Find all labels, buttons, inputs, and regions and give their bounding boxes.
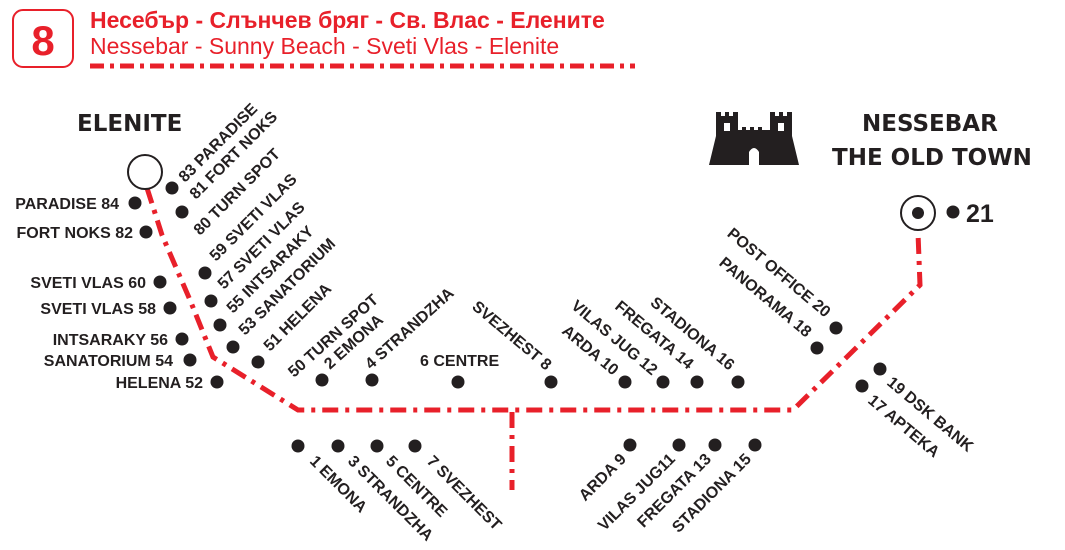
stop-dot[interactable] xyxy=(408,439,422,453)
stop-label: FORT NOKS 82 xyxy=(17,225,134,242)
stop-dot[interactable] xyxy=(855,379,869,393)
stop-dot[interactable] xyxy=(748,438,762,452)
stop-dot[interactable] xyxy=(331,439,345,453)
stop-dot[interactable] xyxy=(873,362,887,376)
stop-dot[interactable] xyxy=(708,438,722,452)
title-english: Nessebar - Sunny Beach - Sveti Vlas - El… xyxy=(90,33,559,59)
stop-dot[interactable] xyxy=(690,375,704,389)
stop-label: INTSARAKY 56 xyxy=(53,332,168,349)
old-town-label: THE OLD TOWN xyxy=(832,145,1032,171)
stop-dot[interactable] xyxy=(163,301,177,315)
stop-dot[interactable] xyxy=(731,375,745,389)
stop-dot[interactable] xyxy=(829,321,843,335)
stop-dot[interactable] xyxy=(365,373,379,387)
stop-dot[interactable] xyxy=(810,341,824,355)
stop-label: SANATORIUM 54 xyxy=(44,353,173,370)
nessebar-label: NESSEBAR xyxy=(862,111,998,137)
stop-label: HELENA 52 xyxy=(116,375,204,392)
stop-dot[interactable] xyxy=(213,318,227,332)
stop-dot[interactable] xyxy=(204,294,218,308)
stop-dot[interactable] xyxy=(370,439,384,453)
stop-dot[interactable] xyxy=(139,225,153,239)
stop-dot[interactable] xyxy=(451,375,465,389)
stop-label: 6 CENTRE xyxy=(420,353,499,370)
stop-label: PARADISE 84 xyxy=(15,196,119,213)
stop-dot[interactable] xyxy=(210,375,224,389)
stop-dot[interactable] xyxy=(165,181,179,195)
title-bulgarian: Несебър - Слънчев бряг - Св. Влас - Елен… xyxy=(90,7,605,33)
stop-dot[interactable] xyxy=(251,355,265,369)
stop-dot[interactable] xyxy=(153,275,167,289)
stop-dot[interactable] xyxy=(226,340,240,354)
stop-dot[interactable] xyxy=(175,205,189,219)
stop-dot[interactable] xyxy=(623,438,637,452)
stop-dot[interactable] xyxy=(128,196,142,210)
stop-dot[interactable] xyxy=(618,375,632,389)
nessebar-terminal-center xyxy=(912,207,924,219)
stop-dot[interactable] xyxy=(291,439,305,453)
stop-label: SVETI VLAS 58 xyxy=(40,301,156,318)
stop-dot[interactable] xyxy=(544,375,558,389)
stop-dot[interactable] xyxy=(656,375,670,389)
route-line xyxy=(144,187,923,413)
stop-dot[interactable] xyxy=(183,353,197,367)
stop-dot[interactable] xyxy=(198,266,212,280)
stop-dot[interactable] xyxy=(315,373,329,387)
elenite-label: ELENITE xyxy=(77,111,182,137)
castle-icon xyxy=(709,112,799,165)
route-number-badge xyxy=(12,9,74,68)
stop-dot-21[interactable] xyxy=(946,205,960,219)
route-number: 8 xyxy=(31,17,54,64)
stop-21-label: 21 xyxy=(966,200,994,228)
stop-label: SVETI VLAS 60 xyxy=(30,275,146,292)
stop-dot[interactable] xyxy=(672,438,686,452)
stop-dot[interactable] xyxy=(175,332,189,346)
elenite-terminal[interactable] xyxy=(127,154,163,190)
